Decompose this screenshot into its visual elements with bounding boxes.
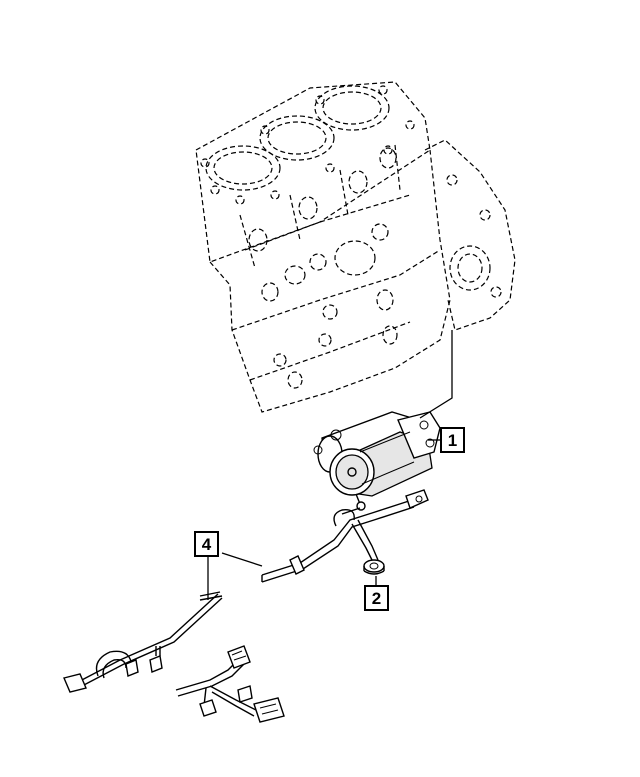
callout-2[interactable]: 2 [364, 585, 389, 611]
callout-4[interactable]: 4 [194, 531, 219, 557]
callout-2-label: 2 [372, 589, 381, 608]
engine-block [195, 81, 516, 413]
callout-1-label: 1 [448, 431, 457, 450]
callout-4-label: 4 [202, 535, 212, 554]
callout-4-leader-a [221, 552, 263, 567]
callout-1[interactable]: 1 [440, 427, 465, 453]
mounting-line [419, 330, 453, 419]
wiring-harness [63, 489, 429, 723]
nut [363, 559, 385, 575]
